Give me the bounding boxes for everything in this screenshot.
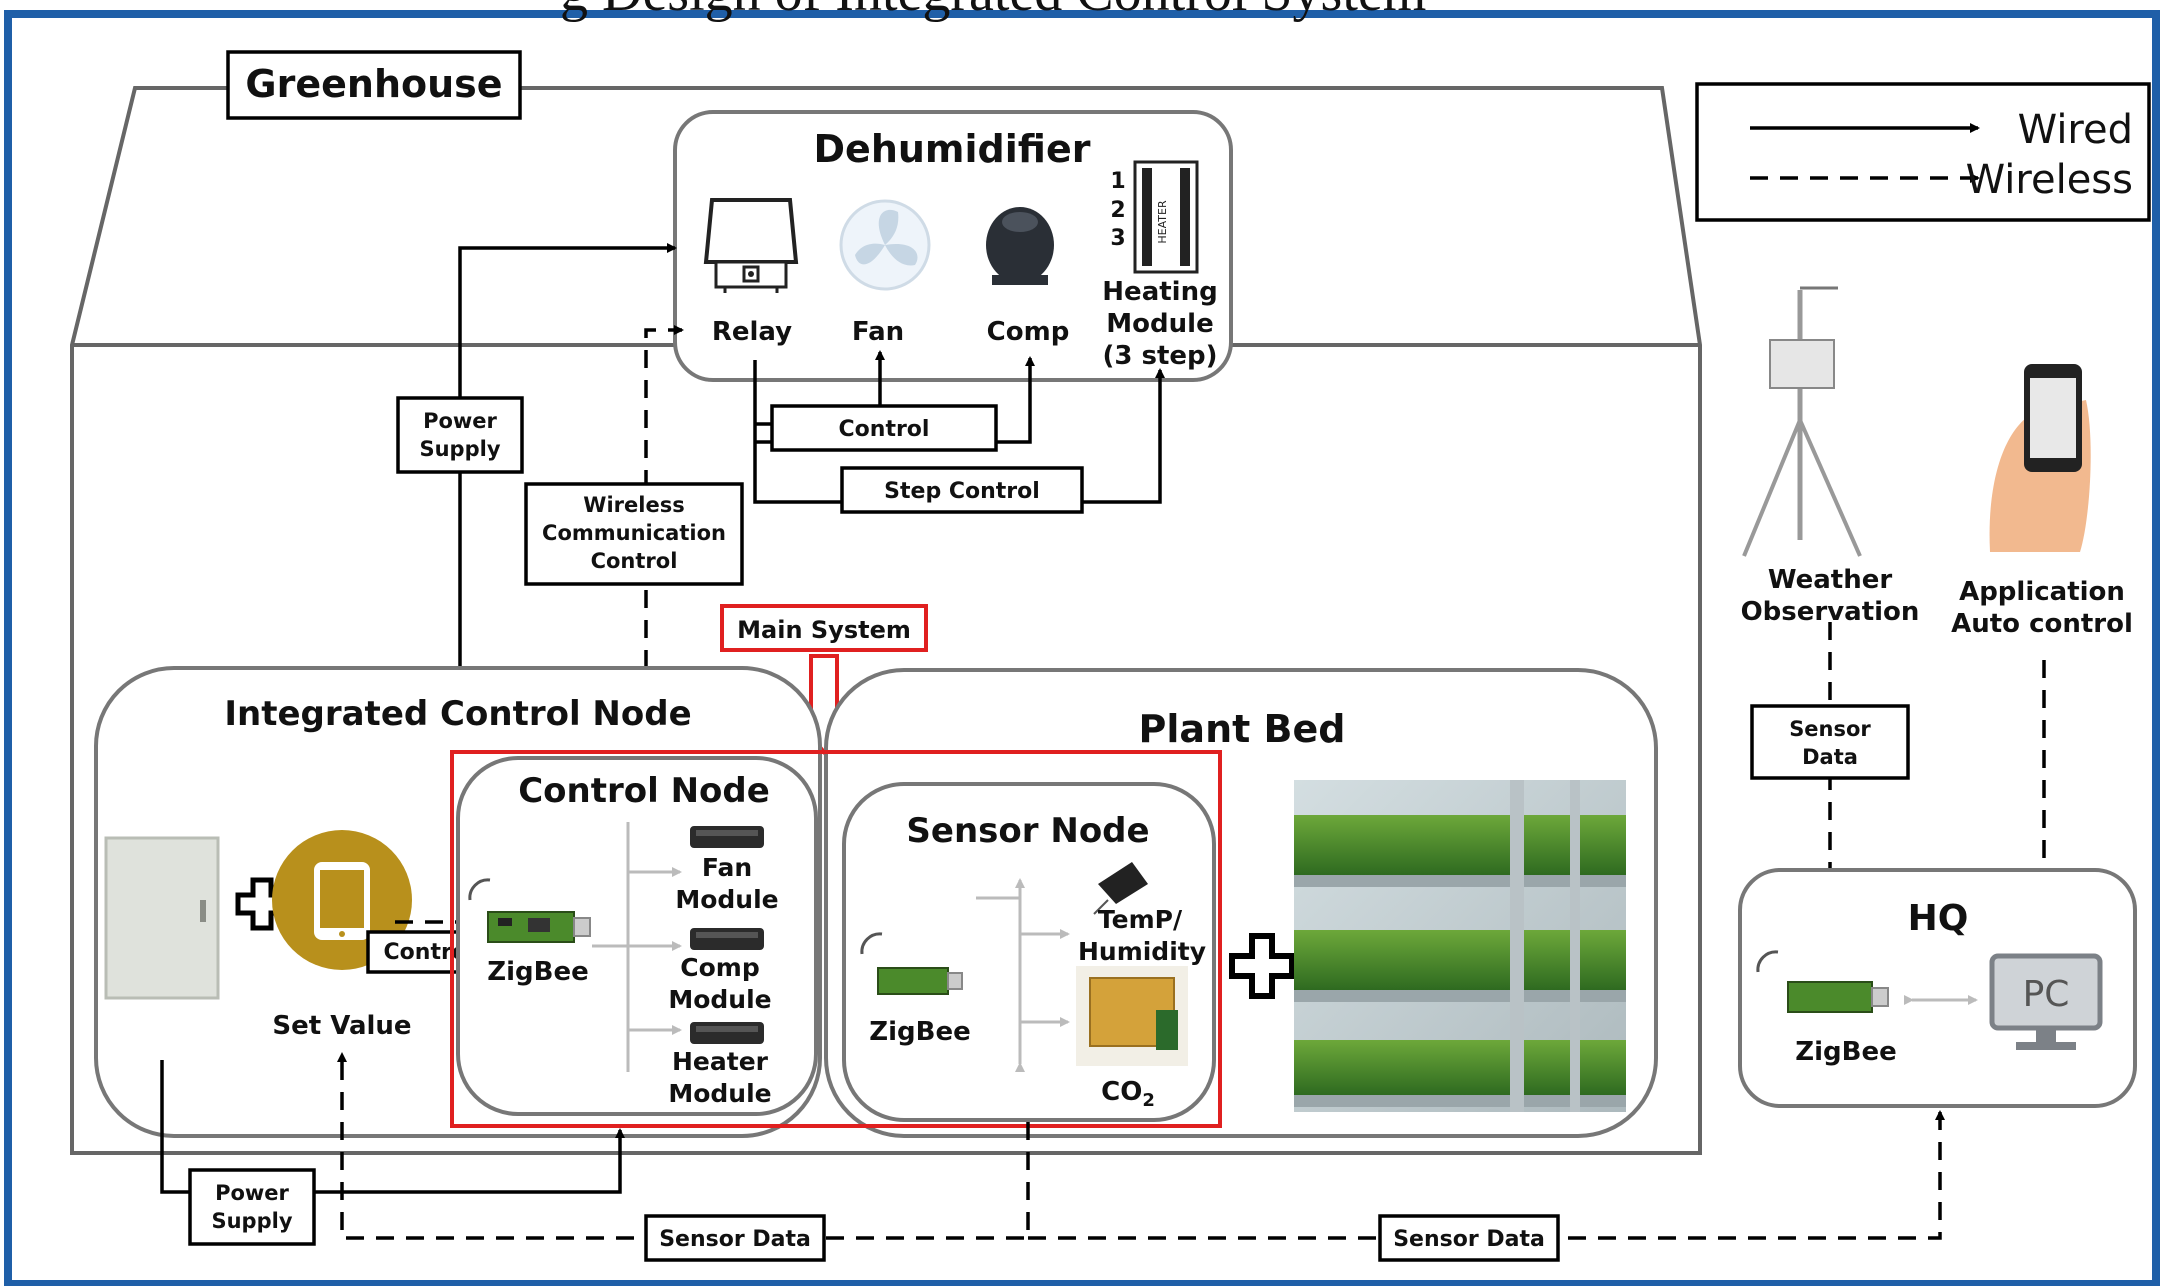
- fan-module-1: Fan: [702, 853, 752, 882]
- comp-module-icon: [690, 928, 764, 950]
- dehumidifier-title: Dehumidifier: [814, 127, 1091, 171]
- diagram-title: g Design of Integrated Control System: [560, 0, 1426, 23]
- zigbee-icon-sensor: [860, 932, 963, 995]
- sensor-to-hq-wireless: [1028, 1110, 1945, 1240]
- power-supply-top-line: [458, 243, 677, 668]
- fan-module-icon: [690, 826, 764, 848]
- sensor-data-vert-2: Data: [1802, 745, 1858, 769]
- control-label: Control: [839, 417, 930, 442]
- step-control-box: [840, 466, 1084, 514]
- application-label-1: Application: [1959, 577, 2125, 607]
- legend-box: [1695, 82, 2151, 222]
- temp-label-1: TemP/: [1098, 905, 1183, 934]
- legend-wireless-label: Wireless: [1966, 157, 2133, 203]
- weather-station-icon: [1742, 286, 1862, 557]
- power-supply-top-1: Power: [423, 409, 497, 433]
- compressor-icon: [986, 207, 1054, 285]
- set-value-label: Set Value: [272, 1011, 411, 1041]
- plant-bed-photo: [1294, 780, 1626, 1112]
- integrated-control-node-title: Integrated Control Node: [224, 694, 691, 734]
- outer-frame: [4, 10, 2160, 1286]
- sensor-data-left-label: Sensor Data: [659, 1227, 811, 1252]
- main-system-boundary: [450, 750, 1222, 1128]
- greenhouse-label: Greenhouse: [245, 62, 502, 106]
- heating-label-2: Module: [1106, 309, 1213, 339]
- fan-icon: [839, 199, 931, 291]
- sensor-data-vert-box: [1750, 704, 1910, 780]
- application-label-2: Auto control: [1951, 609, 2133, 639]
- hq-zigbee-label: ZigBee: [1795, 1037, 1896, 1067]
- power-supply-bottom-2: Supply: [211, 1209, 292, 1233]
- step-control-label: Step Control: [884, 479, 1040, 504]
- relay-icon: [703, 198, 799, 293]
- co2-sensor-icon: [1076, 966, 1188, 1066]
- power-supply-top-2: Supply: [419, 437, 500, 461]
- heater-module-icon: [690, 1022, 764, 1044]
- pc-icon: [1989, 953, 2103, 1050]
- control-box: [770, 404, 998, 452]
- weather-label-1: Weather: [1768, 565, 1893, 595]
- zigbee-icon-hq: [1756, 950, 1889, 1013]
- heating-label-3: (3 step): [1102, 341, 1217, 371]
- wireless-comm-2: Communication: [542, 521, 726, 545]
- hq-title: HQ: [1908, 898, 1969, 939]
- sensor-data-right-box: [1378, 1214, 1560, 1262]
- heater-module-1: Heater: [672, 1047, 769, 1076]
- legend-wired-label: Wired: [2018, 107, 2133, 153]
- wireless-comm-3: Control: [591, 549, 678, 573]
- temp-humidity-sensor-icon: [1093, 862, 1148, 915]
- wireless-comm-line: [644, 325, 684, 668]
- plus-icon-right: [1229, 933, 1295, 999]
- control-node-title: Control Node: [518, 771, 770, 811]
- heating-module-icon: HEATER: [1133, 160, 1199, 274]
- smartphone-hand-icon: [1989, 364, 2091, 552]
- sensor-data-vert-1: Sensor: [1789, 717, 1871, 741]
- svg-text:HEATER: HEATER: [1156, 200, 1169, 244]
- power-supply-bottom-1: Power: [215, 1181, 289, 1205]
- wireless-comm-1: Wireless: [583, 493, 684, 517]
- relay-label: Relay: [712, 317, 792, 347]
- zigbee-icon-control: [468, 878, 591, 943]
- sensor-node-title: Sensor Node: [906, 811, 1149, 851]
- sensor-zigbee-label: ZigBee: [869, 1017, 970, 1047]
- control-zigbee-label: ZigBee: [487, 957, 588, 987]
- step-1: 1: [1110, 169, 1125, 194]
- co2-label: CO2: [1101, 1077, 1155, 1111]
- power-supply-bottom-line: [160, 1060, 625, 1194]
- comp-module-2: Module: [668, 985, 771, 1014]
- step-3: 3: [1110, 226, 1125, 251]
- temp-label-2: Humidity: [1078, 937, 1206, 966]
- fan-module-2: Module: [675, 885, 778, 914]
- main-system-label: Main System: [737, 616, 911, 644]
- sensor-data-right-label: Sensor Data: [1393, 1227, 1545, 1252]
- power-supply-bottom-box: [188, 1168, 316, 1246]
- cabinet-icon: [104, 836, 220, 1000]
- main-system-box: [720, 604, 928, 652]
- comp-module-1: Comp: [680, 953, 759, 982]
- power-supply-top-box: [396, 396, 524, 474]
- plant-bed-title: Plant Bed: [1139, 707, 1346, 751]
- step-2: 2: [1110, 198, 1125, 223]
- wireless-comm-box: [524, 482, 744, 586]
- pc-label: PC: [2023, 974, 2070, 1015]
- heater-module-2: Module: [668, 1079, 771, 1108]
- comp-label: Comp: [987, 317, 1070, 347]
- sensor-data-left-box: [644, 1214, 826, 1262]
- heating-label-1: Heating: [1102, 277, 1217, 307]
- fan-label: Fan: [852, 317, 904, 347]
- greenhouse-label-box: [226, 50, 522, 120]
